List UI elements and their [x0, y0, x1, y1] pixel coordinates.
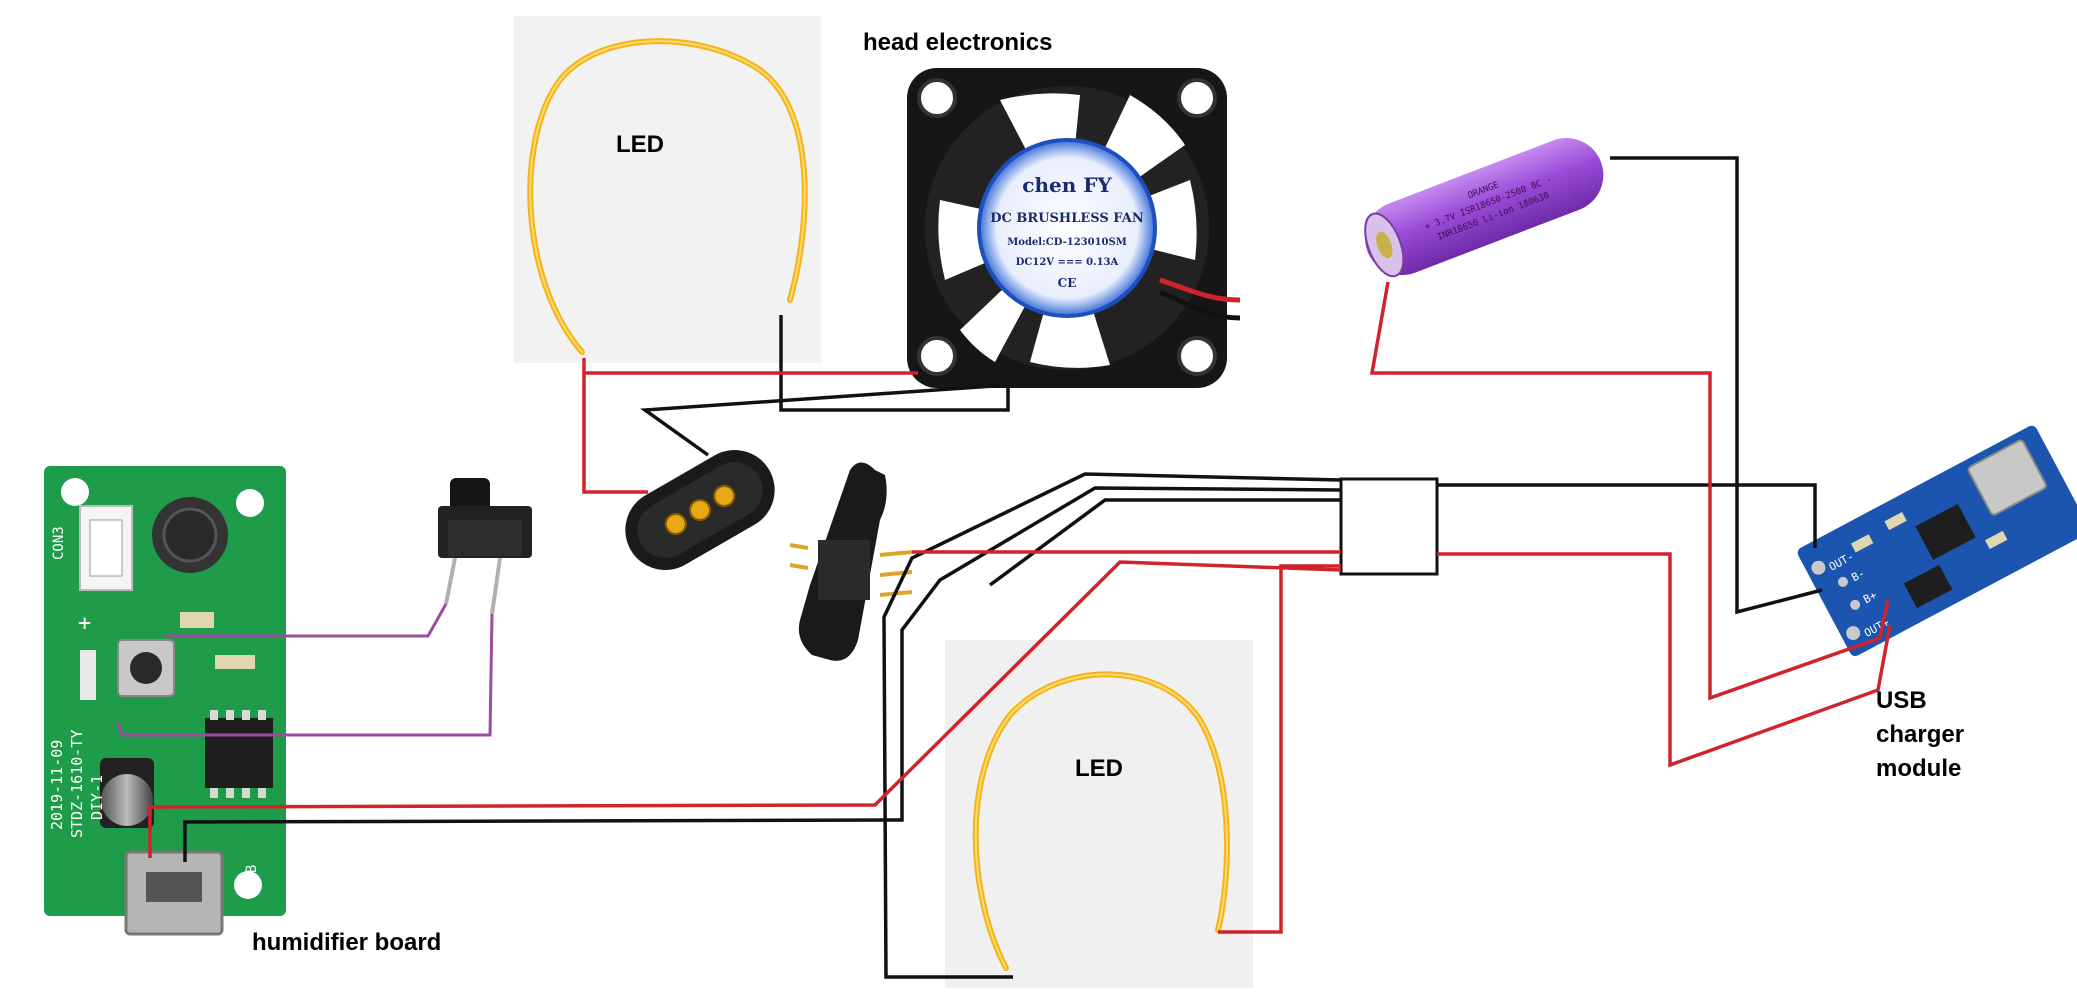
push-button-image	[438, 478, 532, 615]
label-usb-charger-2: charger	[1876, 721, 1964, 748]
board-silk-diy: DIY-1	[88, 775, 106, 820]
label-humidifier-board: humidifier board	[252, 929, 441, 956]
purple-wires	[116, 603, 494, 737]
fan-cert-text: CE	[1058, 276, 1077, 290]
wire-black-junction-b	[183, 486, 1342, 862]
led-photo-top	[514, 16, 821, 363]
board-silk-conn: CON3	[51, 526, 67, 560]
wire-red-battery-to-charger	[1369, 281, 1890, 701]
wire-black-led-top	[779, 315, 1010, 412]
fan-model-text: Model:CD-123010SM	[1007, 237, 1127, 248]
charger-silk-b-minus: B-	[1849, 567, 1867, 585]
wire-black-junction-a	[882, 472, 1342, 979]
red-wires	[148, 281, 1892, 934]
label-led-top: LED	[616, 131, 664, 158]
label-head-electronics: head electronics	[863, 29, 1052, 56]
wire-purple-button-1	[165, 603, 448, 638]
wire-black-fan-to-pogo	[640, 383, 1009, 457]
label-led-bottom: LED	[1075, 755, 1123, 782]
wire-black-battery-to-charger	[1610, 156, 1823, 615]
label-usb-charger-3: module	[1876, 755, 1961, 782]
junction-box	[1339, 477, 1439, 576]
charger-silk-b-plus: B+	[1861, 588, 1879, 606]
black-wires	[183, 156, 1823, 979]
wire-red-junction-to-led-bottom	[1218, 564, 1341, 934]
board-silk-usb: USB	[244, 865, 260, 890]
battery-image: ORANGE + 3.7V ISR18650-2500 8C - INR1865…	[1364, 138, 1604, 278]
wire-red-pogo-loop	[582, 373, 648, 494]
wire-black-junction-c	[988, 498, 1341, 587]
pogo-connector-female	[789, 462, 913, 661]
wire-purple-button-2	[116, 613, 494, 737]
label-usb-charger-1: USB	[1876, 687, 1927, 714]
pogo-connector-male	[625, 450, 775, 570]
wire-red-junction-to-charger	[1437, 552, 1892, 768]
fan-title-text: DC BRUSHLESS FAN	[990, 211, 1144, 226]
led-filament-top	[527, 38, 808, 355]
humidifier-board-image: CON3 + 2019-11-09 STDZ-1610-TY DIY-1 USB	[44, 466, 286, 936]
fan-brand-text: chen FY	[1022, 173, 1112, 197]
wire-black-junction-to-charger	[1437, 483, 1817, 548]
usb-charger-module-image: OUT- B- B+ OUT+	[1797, 425, 2077, 657]
fan-image: chen FY DC BRUSHLESS FAN Model:CD-123010…	[907, 68, 1241, 388]
led-filament-bottom	[972, 671, 1230, 971]
board-silk-date: 2019-11-09	[48, 740, 66, 830]
wire-red-board	[148, 560, 1342, 858]
led-photo-bottom	[945, 640, 1253, 988]
fan-rating-text: DC12V === 0.13A	[1016, 257, 1119, 268]
board-silk-model: STDZ-1610-TY	[68, 730, 86, 838]
board-plus-sign: +	[78, 611, 91, 636]
